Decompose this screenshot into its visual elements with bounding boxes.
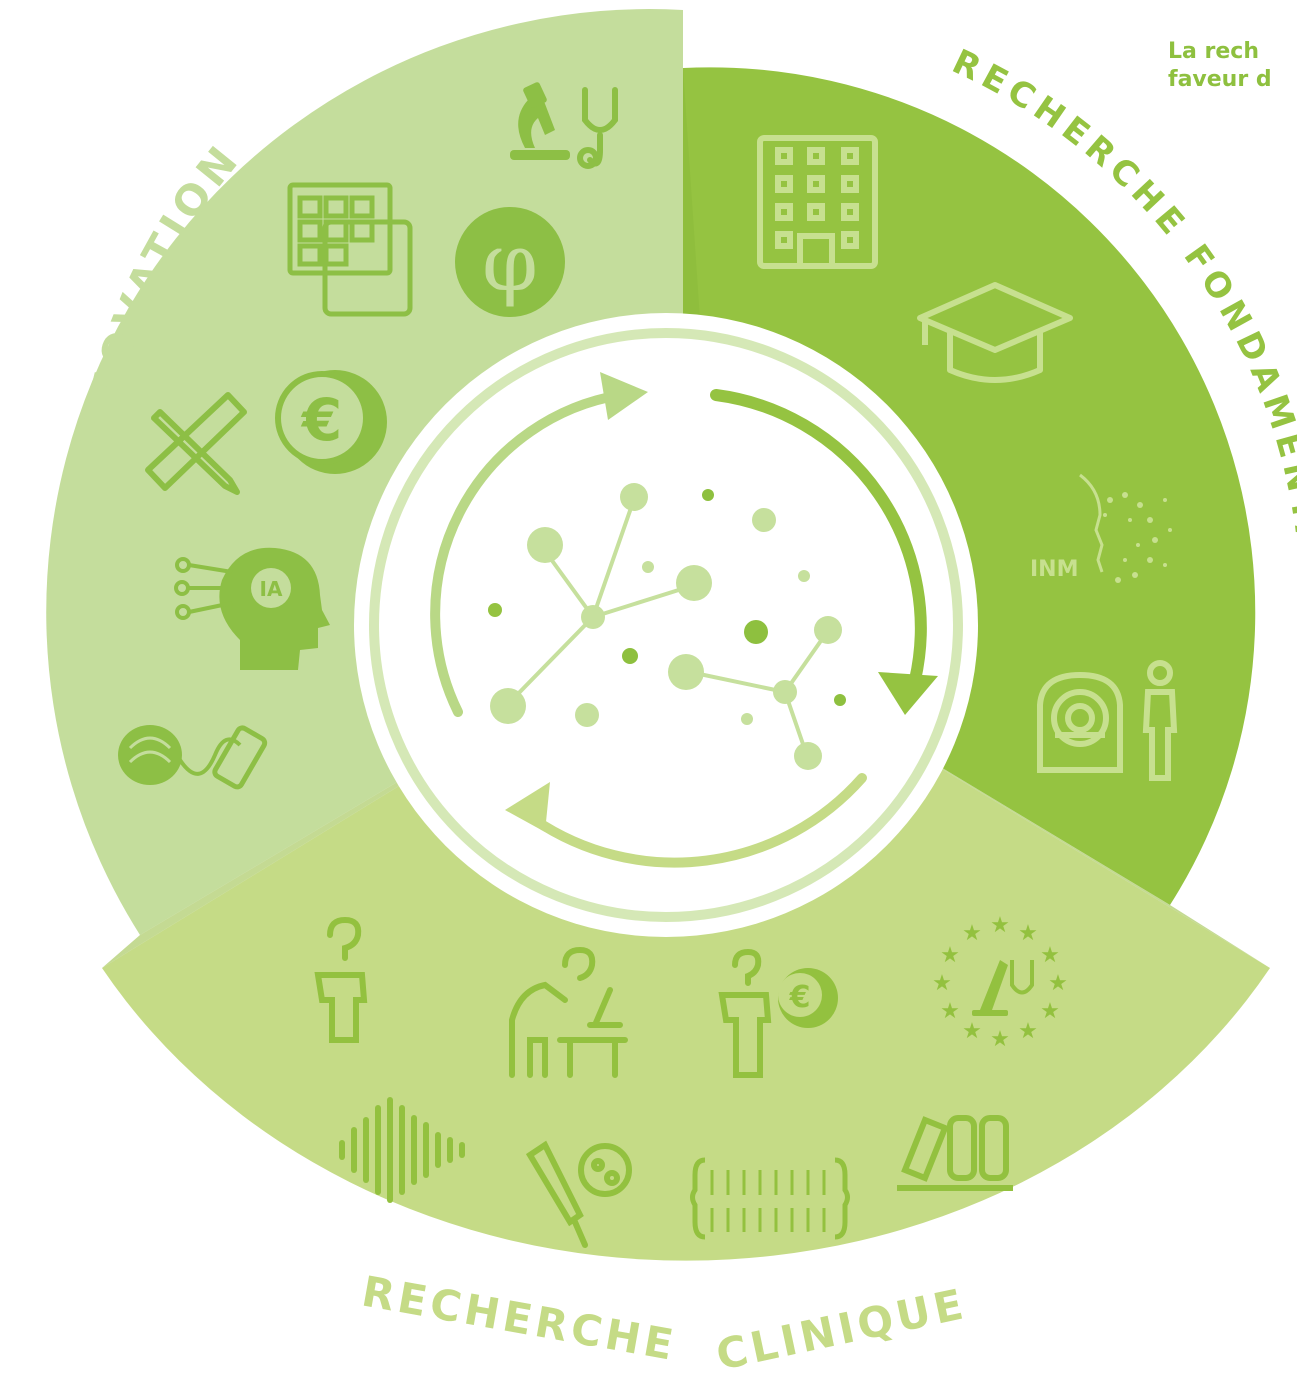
app-screens-icon (287, 182, 413, 317)
tagline-line-1: La rech (1168, 39, 1259, 64)
network-molecule-icon (488, 483, 846, 770)
tagline: La rech faveur d (1168, 38, 1297, 94)
sound-wave-icon (339, 1097, 465, 1203)
svg-text:€: € (789, 980, 811, 1015)
arrow-clinique-to-innovation (530, 773, 867, 868)
label-clinique-1: RECHERCHE (358, 1267, 680, 1371)
books-icon (897, 1115, 1013, 1191)
building-icon (757, 135, 878, 269)
arrow-innovation-to-fondamentale (430, 390, 625, 717)
microscope-icon (510, 82, 570, 160)
center-ring-band (369, 328, 963, 922)
svg-text:★: ★ (1018, 1019, 1038, 1044)
svg-text:φ: φ (482, 216, 538, 309)
patient-euro-icon: € (718, 948, 838, 1078)
researcher-microscope-icon (509, 946, 628, 1078)
svg-text:★: ★ (1048, 971, 1068, 996)
phi-circle-icon: φ (455, 207, 565, 317)
label-clinique-2: CLINIQUE (712, 1279, 971, 1380)
euro-coin-icon: € (275, 370, 387, 474)
pipette-petri-icon (525, 1140, 632, 1248)
svg-text:★: ★ (990, 1027, 1010, 1052)
mri-scanner-icon (1037, 671, 1123, 773)
svg-text:★: ★ (962, 921, 982, 946)
brain-phone-icon (118, 725, 268, 790)
arrowhead-2 (878, 672, 938, 715)
svg-text:IA: IA (260, 577, 283, 601)
ai-head-icon: IA (174, 547, 330, 670)
inm-logo-icon: INM (1030, 473, 1172, 583)
cycle-arrows (430, 372, 938, 868)
person-icon (1142, 660, 1178, 781)
population-icon (690, 1157, 850, 1240)
graduation-cap-icon (917, 282, 1073, 383)
svg-text:★: ★ (962, 1019, 982, 1044)
svg-text:★: ★ (1040, 999, 1060, 1024)
patient-question-icon (314, 916, 368, 1043)
arrow-fondamentale-to-clinique (710, 389, 927, 686)
ruler-pencil-icon (145, 392, 247, 495)
center-disc (394, 353, 938, 897)
stethoscope-icon (577, 87, 618, 169)
svg-text:★: ★ (940, 999, 960, 1024)
svg-text:★: ★ (1040, 943, 1060, 968)
arrowhead-1 (600, 372, 648, 420)
europe-stars-lab-icon: ★ ★ ★ ★ ★ ★ ★ ★ ★ ★ ★ ★ (932, 913, 1068, 1052)
tagline-line-2: faveur d (1168, 67, 1272, 92)
svg-text:INM: INM (1030, 557, 1079, 582)
arrowhead-3 (505, 782, 550, 832)
svg-text:€: € (300, 386, 342, 454)
svg-text:★: ★ (1018, 921, 1038, 946)
svg-text:★: ★ (932, 971, 952, 996)
svg-text:★: ★ (940, 943, 960, 968)
svg-text:★: ★ (990, 913, 1010, 938)
